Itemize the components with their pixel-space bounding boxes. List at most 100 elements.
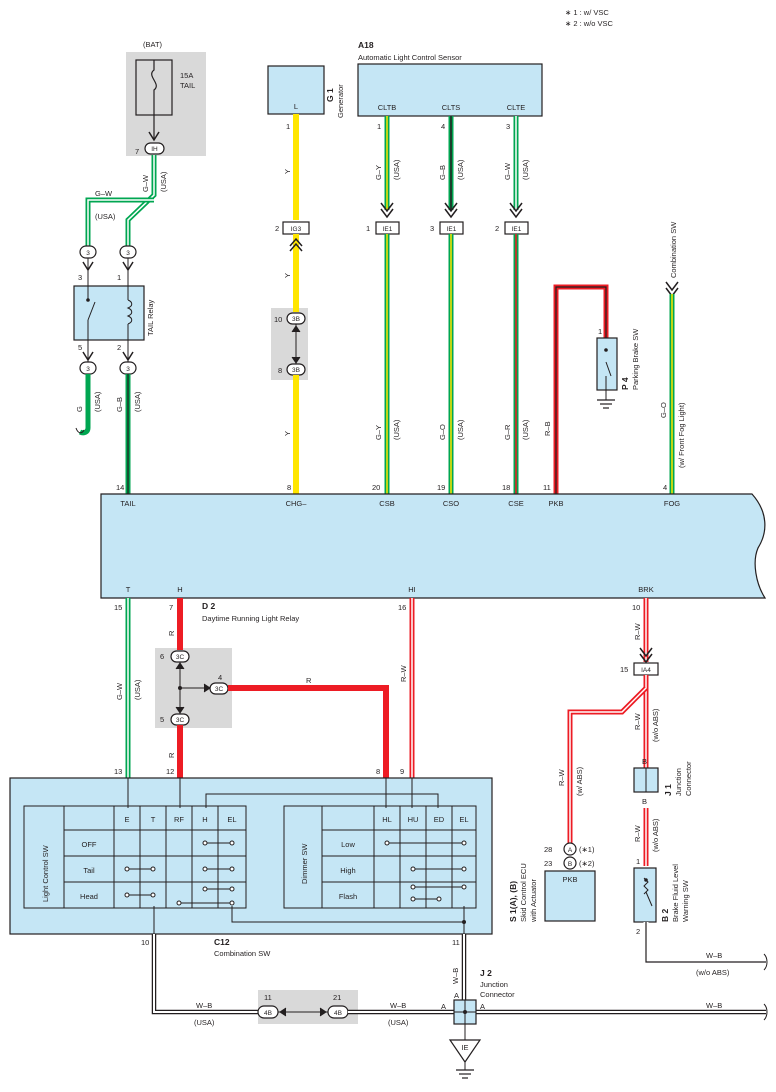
svg-text:CLTE: CLTE — [507, 103, 526, 112]
svg-text:Low: Low — [341, 840, 355, 849]
svg-text:1: 1 — [286, 122, 290, 131]
svg-text:R–W: R–W — [633, 712, 642, 730]
svg-text:1: 1 — [636, 857, 640, 866]
svg-text:R: R — [167, 752, 176, 758]
svg-text:G–Y: G–Y — [374, 165, 383, 180]
svg-text:(w/o ABS): (w/o ABS) — [651, 708, 660, 742]
light-control-sw-title: Light Control SW — [41, 844, 50, 902]
generator-box — [267, 65, 325, 115]
j1-id: J 1 — [663, 784, 673, 796]
svg-text:L: L — [294, 102, 298, 111]
svg-text:3: 3 — [506, 122, 510, 131]
connector-ih — [144, 142, 165, 155]
svg-text:IE: IE — [461, 1043, 468, 1052]
svg-text:R–W: R–W — [399, 664, 408, 682]
svg-text:21: 21 — [333, 993, 341, 1002]
svg-text:H: H — [202, 815, 207, 824]
note-vsc: ∗ 1 : w/ VSC — [565, 8, 609, 17]
svg-text:CSB: CSB — [379, 499, 394, 508]
generator-id: G 1 — [325, 88, 335, 102]
combo-id: C12 — [214, 937, 230, 947]
svg-text:16: 16 — [398, 603, 406, 612]
main-ecu-body — [100, 493, 767, 599]
svg-text:3C: 3C — [176, 654, 185, 661]
svg-text:R: R — [306, 676, 312, 685]
svg-text:Warning SW: Warning SW — [681, 879, 690, 922]
svg-text:Brake Fluid Level: Brake Fluid Level — [671, 864, 680, 922]
svg-text:(∗2): (∗2) — [579, 859, 595, 868]
svg-text:3: 3 — [430, 224, 434, 233]
skid-control-ecu — [544, 870, 596, 922]
parking-brake-id: P 4 — [620, 377, 630, 390]
svg-text:15: 15 — [114, 603, 122, 612]
svg-text:(USA): (USA) — [133, 391, 142, 412]
svg-text:(w/o ABS): (w/o ABS) — [651, 818, 660, 852]
svg-text:3B: 3B — [292, 367, 300, 374]
svg-text:2: 2 — [275, 224, 279, 233]
svg-text:5: 5 — [160, 715, 164, 724]
svg-text:EL: EL — [459, 815, 468, 824]
dimmer-switch-contacts — [384, 840, 467, 902]
svg-text:IG3: IG3 — [291, 226, 302, 233]
svg-text:IE1: IE1 — [512, 226, 522, 233]
svg-text:G–W: G–W — [115, 682, 124, 700]
svg-text:G–R: G–R — [503, 424, 512, 440]
svg-text:(w/ Front Fog Light): (w/ Front Fog Light) — [677, 402, 686, 468]
svg-text:T: T — [151, 815, 156, 824]
svg-text:EL: EL — [227, 815, 236, 824]
svg-text:CHG–: CHG– — [286, 499, 308, 508]
svg-text:B: B — [642, 797, 647, 806]
svg-text:W–B: W–B — [706, 1001, 722, 1010]
svg-text:5: 5 — [78, 343, 82, 352]
svg-text:4: 4 — [441, 122, 445, 131]
svg-text:IH: IH — [151, 146, 158, 153]
svg-text:Flash: Flash — [339, 892, 357, 901]
svg-text:T: T — [126, 585, 131, 594]
wire-label-gw-vert: G–W — [141, 174, 150, 192]
bfl-id: B 2 — [660, 909, 670, 923]
svg-text:11: 11 — [452, 938, 460, 947]
svg-text:4: 4 — [218, 673, 222, 682]
svg-text:1: 1 — [377, 122, 381, 131]
svg-text:Skid Control ECU: Skid Control ECU — [519, 863, 528, 922]
float-icon — [643, 877, 649, 895]
svg-text:14: 14 — [116, 483, 124, 492]
svg-text:(∗1): (∗1) — [579, 845, 595, 854]
svg-text:(USA): (USA) — [521, 419, 530, 440]
svg-text:(USA): (USA) — [456, 159, 465, 180]
svg-text:High: High — [340, 866, 355, 875]
svg-text:3: 3 — [126, 366, 130, 373]
svg-text:W–B: W–B — [706, 951, 722, 960]
svg-text:3: 3 — [86, 250, 90, 257]
sensor-name: Automatic Light Control Sensor — [358, 53, 462, 62]
sensor-box — [357, 63, 543, 117]
svg-text:4: 4 — [663, 483, 667, 492]
svg-text:3: 3 — [78, 273, 82, 282]
svg-text:R–W: R–W — [557, 768, 566, 786]
svg-text:10: 10 — [632, 603, 640, 612]
svg-text:CLTB: CLTB — [378, 103, 397, 112]
tail-relay — [73, 285, 145, 341]
svg-text:Tail: Tail — [83, 866, 95, 875]
svg-text:(USA): (USA) — [388, 1018, 409, 1027]
svg-text:(USA): (USA) — [392, 419, 401, 440]
svg-text:Y: Y — [283, 169, 292, 174]
fuse-icon — [151, 60, 157, 115]
svg-text:CSE: CSE — [508, 499, 523, 508]
svg-text:10: 10 — [274, 315, 282, 324]
svg-text:R–W: R–W — [633, 824, 642, 842]
svg-text:(USA): (USA) — [392, 159, 401, 180]
svg-text:Junction: Junction — [480, 980, 508, 989]
svg-text:6: 6 — [160, 652, 164, 661]
svg-text:3C: 3C — [176, 717, 185, 724]
drl-id: D 2 — [202, 601, 216, 611]
svg-text:RF: RF — [174, 815, 184, 824]
skid-conn-a — [563, 842, 577, 856]
svg-text:3: 3 — [126, 250, 130, 257]
svg-text:G: G — [75, 406, 84, 412]
svg-text:G–W: G–W — [503, 162, 512, 180]
svg-text:10: 10 — [141, 938, 149, 947]
dimmer-sw-title: Dimmer SW — [300, 843, 309, 884]
